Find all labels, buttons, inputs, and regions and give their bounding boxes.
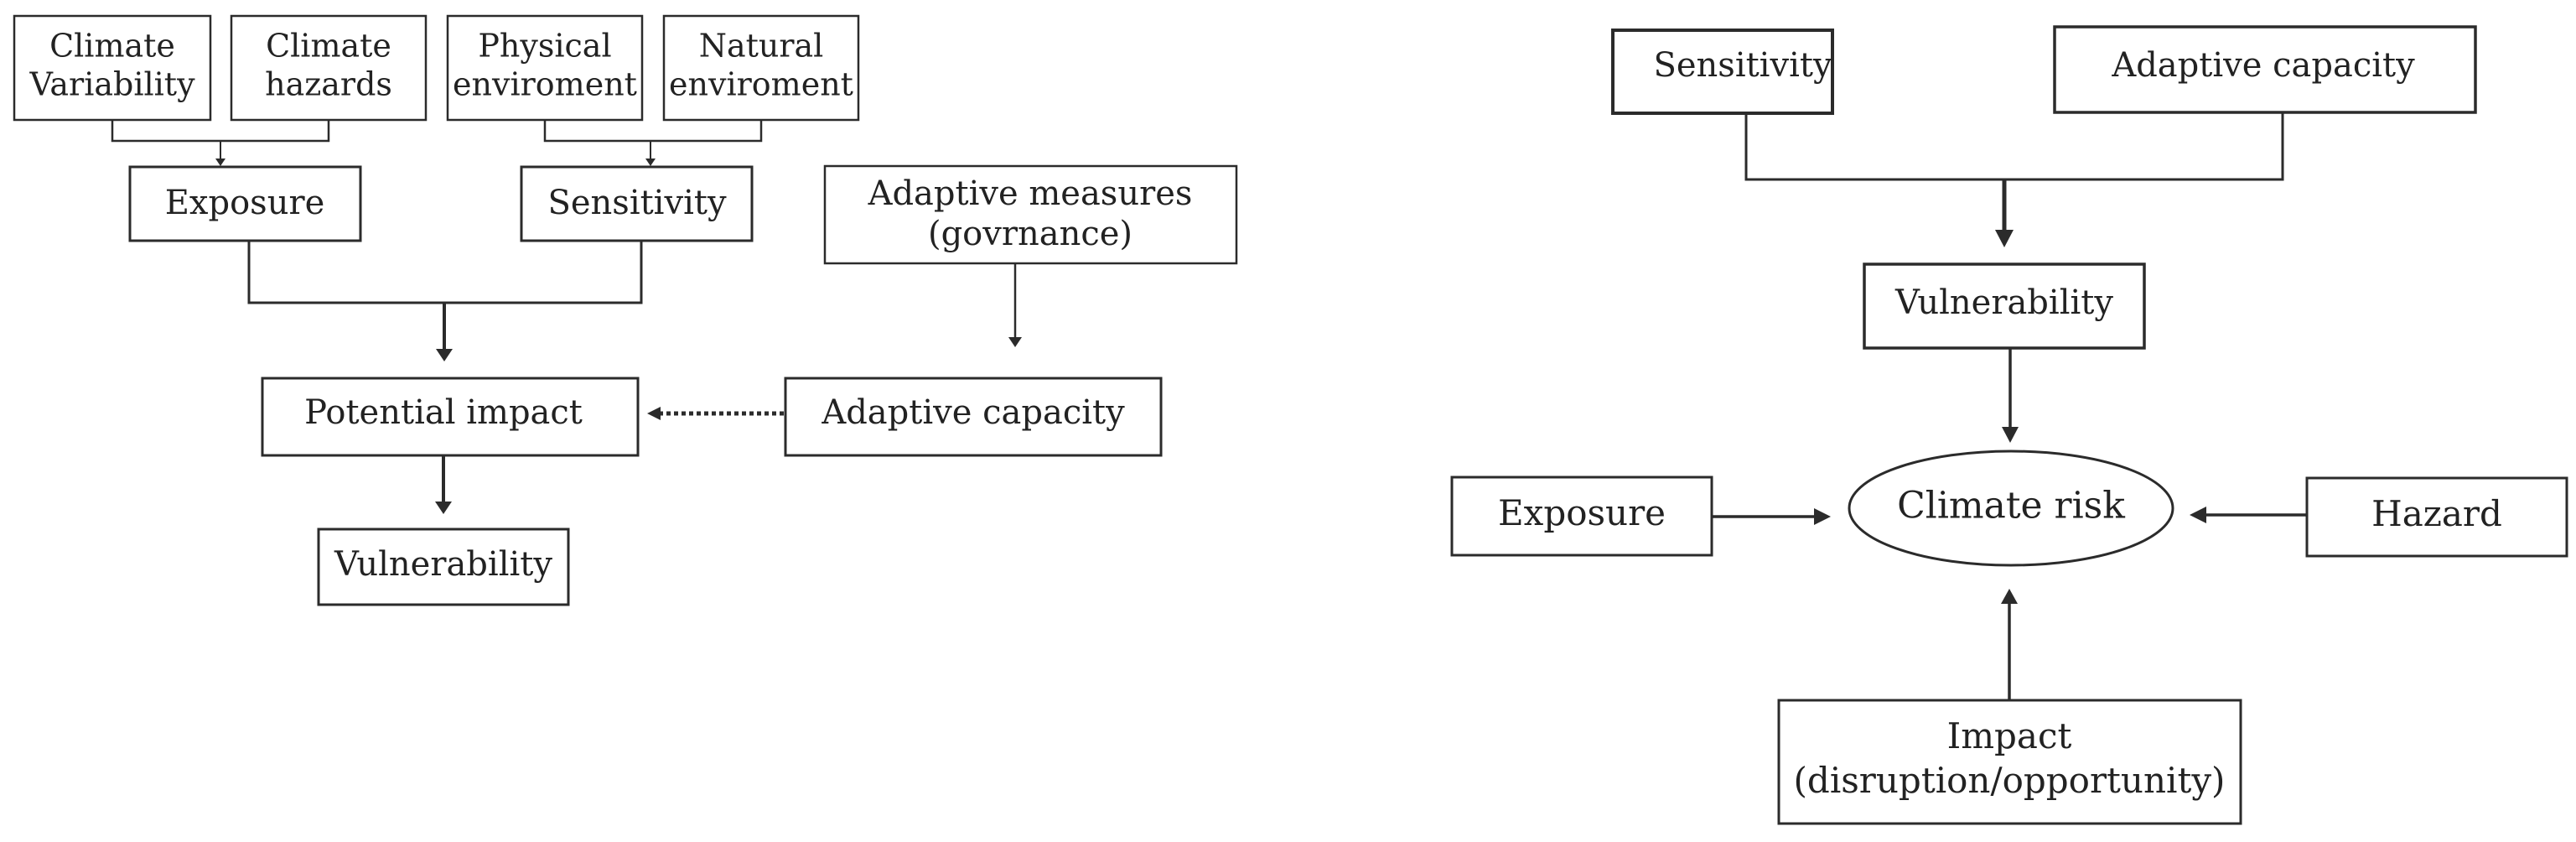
- svg-text:Climate risk: Climate risk: [1897, 485, 2125, 528]
- svg-text:Hazard: Hazard: [2371, 493, 2502, 534]
- connector-to-vulnerability-left: [435, 455, 452, 514]
- box-hazard: Hazard: [2305, 476, 2568, 558]
- arrowhead: [215, 159, 225, 166]
- svg-text:Potential impact: Potential impact: [304, 393, 583, 432]
- arrowhead: [436, 349, 453, 361]
- svg-text:Exposure: Exposure: [1498, 492, 1666, 533]
- svg-text:Adaptive capacity: Adaptive capacity: [821, 393, 1125, 432]
- connector-hazard-to-risk: [2190, 507, 2307, 523]
- svg-text:Sensitivity: Sensitivity: [1653, 46, 1832, 85]
- arrowhead: [435, 502, 452, 514]
- svg-text:Vulnerability: Vulnerability: [1894, 283, 2113, 322]
- svg-text:hazards: hazards: [265, 66, 392, 103]
- arrowhead: [2001, 589, 2018, 604]
- svg-text:Physical: Physical: [478, 28, 611, 65]
- svg-text:Adaptive measures: Adaptive measures: [868, 174, 1193, 213]
- arrowhead: [1995, 230, 2014, 247]
- box-climate-hazards: Climate hazards: [230, 14, 428, 122]
- arrowhead: [1814, 508, 1831, 525]
- connector-to-adaptive-capacity: [1008, 263, 1022, 347]
- connector-to-potential-impact: [247, 241, 643, 361]
- svg-text:Vulnerability: Vulnerability: [334, 545, 552, 584]
- box-vulnerability-left: Vulnerability: [317, 528, 570, 606]
- connector-to-sensitivity: [543, 120, 763, 166]
- svg-text:Climate: Climate: [49, 28, 175, 65]
- ellipse-climate-risk: Climate risk: [1848, 450, 2174, 567]
- connector-impact-to-risk: [2001, 589, 2018, 700]
- svg-text:(disruption/opportunity): (disruption/opportunity): [1794, 760, 2226, 801]
- svg-text:Exposure: Exposure: [165, 184, 325, 222]
- connector-to-exposure: [111, 120, 330, 166]
- connector-exposure-to-risk: [1712, 508, 1831, 525]
- arrowhead: [645, 159, 656, 166]
- arrowhead: [2002, 427, 2019, 443]
- box-potential-impact: Potential impact: [261, 377, 640, 457]
- right-diagram: Sensitivity Adaptive capacity Vulnerabil…: [1450, 25, 2568, 825]
- svg-text:(govrnance): (govrnance): [928, 215, 1133, 253]
- svg-text:enviroment: enviroment: [669, 66, 853, 103]
- box-exposure-right: Exposure: [1450, 476, 1713, 557]
- box-natural-environment: Natural enviroment: [662, 14, 860, 122]
- arrowhead: [1008, 337, 1022, 347]
- box-climate-variability: Climate Variability: [13, 14, 212, 122]
- box-physical-environment: Physical enviroment: [446, 14, 644, 122]
- arrowhead: [647, 407, 661, 420]
- svg-text:Sensitivity: Sensitivity: [547, 184, 726, 222]
- svg-text:Impact: Impact: [1947, 715, 2072, 756]
- box-sensitivity-right: Sensitivity: [1611, 29, 1834, 115]
- box-adaptive-capacity-right: Adaptive capacity: [2053, 25, 2477, 114]
- box-exposure: Exposure: [128, 165, 362, 242]
- svg-text:Variability: Variability: [29, 66, 195, 103]
- svg-text:Adaptive capacity: Adaptive capacity: [2111, 46, 2415, 85]
- connector-to-vulnerability-right: [1744, 112, 2284, 247]
- left-diagram: Climate Variability Climate hazards Phys…: [13, 14, 1238, 606]
- box-adaptive-measures: Adaptive measures (govrnance): [823, 164, 1238, 265]
- svg-text:Natural: Natural: [699, 28, 824, 65]
- arrowhead: [2190, 507, 2206, 523]
- svg-text:enviroment: enviroment: [453, 66, 637, 103]
- dotted-connector-adaptive-to-impact: [647, 407, 784, 420]
- box-sensitivity: Sensitivity: [520, 165, 754, 242]
- connector-vulnerability-to-risk: [2002, 348, 2019, 443]
- box-adaptive-capacity-left: Adaptive capacity: [784, 377, 1163, 457]
- svg-text:Climate: Climate: [266, 28, 391, 65]
- box-vulnerability-right: Vulnerability: [1863, 262, 2146, 350]
- box-impact: Impact (disruption/opportunity): [1777, 699, 2242, 825]
